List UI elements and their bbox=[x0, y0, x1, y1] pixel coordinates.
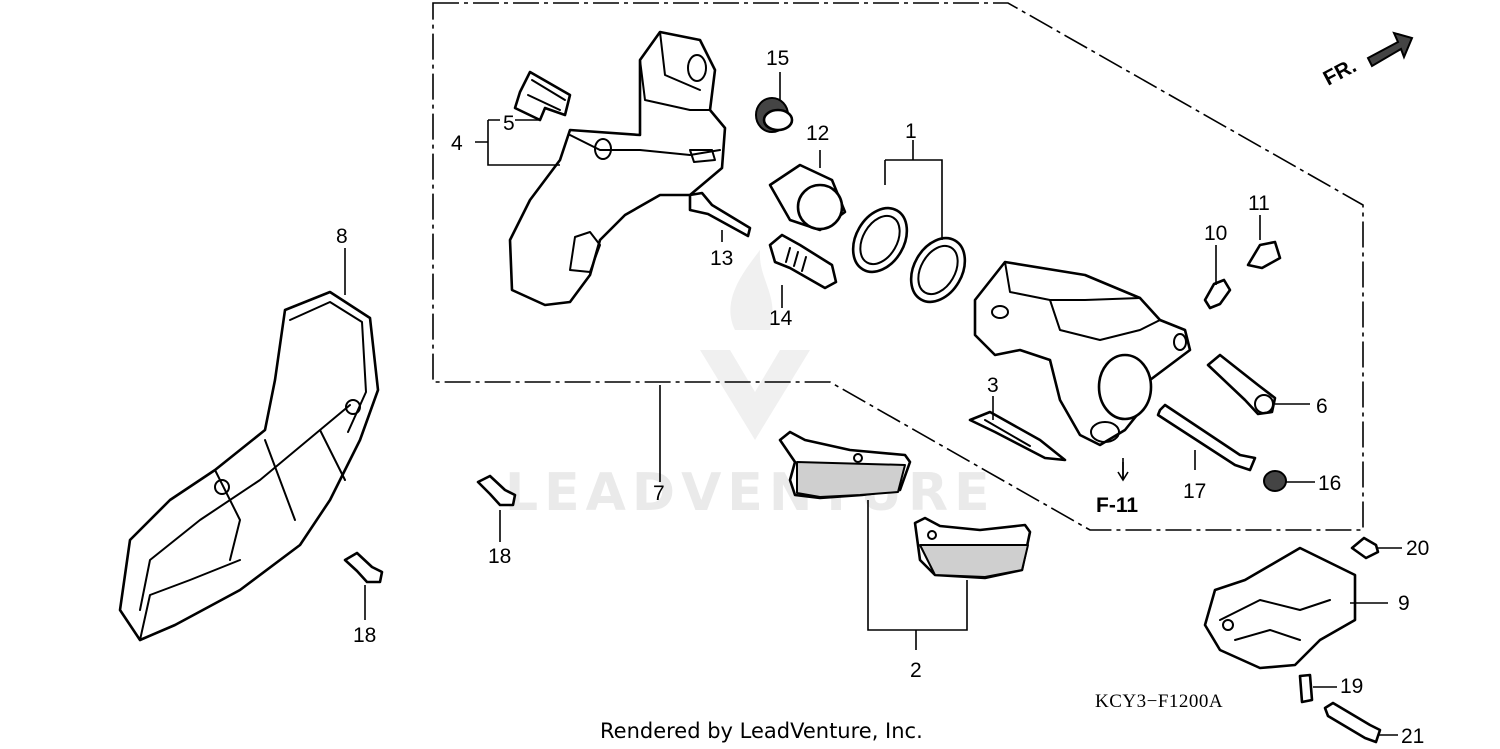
part-14-pin bbox=[768, 233, 838, 290]
part-6-pin bbox=[1206, 353, 1277, 416]
part-8-disc-cover bbox=[118, 290, 380, 642]
callouts: 1 2 3 4 5 6 7 8 9 10 11 12 13 14 15 16 1… bbox=[336, 47, 1429, 748]
part-17-pad-pin bbox=[1156, 403, 1257, 472]
callout-9[interactable]: 9 bbox=[1398, 592, 1410, 615]
callout-5[interactable]: 5 bbox=[503, 112, 515, 135]
callout-19[interactable]: 19 bbox=[1340, 675, 1363, 698]
callout-16[interactable]: 16 bbox=[1318, 472, 1341, 495]
diagram-code: KCY3−F1200A bbox=[1095, 691, 1223, 712]
part-5-pad-spring bbox=[513, 70, 572, 122]
part-16-plug bbox=[1263, 470, 1287, 492]
callout-18-lower[interactable]: 18 bbox=[353, 624, 376, 647]
callout-8[interactable]: 8 bbox=[336, 225, 348, 248]
part-11-bleeder-cap bbox=[1246, 240, 1282, 270]
part-18-bolt-upper bbox=[476, 474, 517, 507]
part-19-collar bbox=[1298, 673, 1314, 704]
part-15-cap bbox=[755, 97, 794, 133]
callout-15[interactable]: 15 bbox=[766, 47, 789, 70]
callout-12[interactable]: 12 bbox=[806, 122, 829, 145]
footer-credit: Rendered by LeadVenture, Inc. bbox=[600, 719, 923, 743]
part-9-pad-guard bbox=[1203, 546, 1357, 670]
callout-13[interactable]: 13 bbox=[710, 247, 733, 270]
caliper-body bbox=[973, 260, 1192, 447]
svg-text:FR.: FR. bbox=[1320, 54, 1361, 90]
callout-18-upper[interactable]: 18 bbox=[488, 545, 511, 568]
part-4-caliper-bracket bbox=[508, 30, 727, 307]
callout-2[interactable]: 2 bbox=[910, 659, 922, 682]
part-1-piston-seals bbox=[851, 206, 967, 304]
part-20-bolt bbox=[1350, 536, 1380, 560]
part-12-piston bbox=[768, 163, 847, 232]
part-3-pad-retainer bbox=[968, 410, 1067, 462]
part-10-bleeder-screw bbox=[1203, 278, 1232, 310]
callout-4[interactable]: 4 bbox=[451, 132, 463, 155]
callout-1[interactable]: 1 bbox=[905, 120, 917, 143]
callout-3[interactable]: 3 bbox=[987, 374, 999, 397]
callout-7[interactable]: 7 bbox=[653, 482, 665, 505]
callout-21[interactable]: 21 bbox=[1401, 725, 1424, 748]
reference-f11: F-11 bbox=[1096, 462, 1138, 517]
reference-label[interactable]: F-11 bbox=[1096, 494, 1138, 517]
callout-6[interactable]: 6 bbox=[1316, 395, 1328, 418]
front-direction-arrow: FR. bbox=[1320, 31, 1414, 90]
part-13-pin-bolt bbox=[688, 191, 752, 238]
part-18-bolt-lower bbox=[343, 551, 384, 584]
part-2-brake-pads bbox=[778, 430, 1032, 580]
callout-20[interactable]: 20 bbox=[1406, 537, 1429, 560]
callout-17[interactable]: 17 bbox=[1183, 480, 1206, 503]
callout-14[interactable]: 14 bbox=[769, 307, 793, 330]
watermark: LEADVENTURE bbox=[505, 250, 996, 523]
callout-10[interactable]: 10 bbox=[1204, 222, 1227, 245]
svg-text:LEADVENTURE: LEADVENTURE bbox=[505, 463, 996, 523]
leader-lines bbox=[344, 72, 1402, 736]
caliper-assembly-boundary bbox=[432, 2, 1364, 531]
part-21-bolt bbox=[1323, 701, 1382, 744]
callout-11[interactable]: 11 bbox=[1248, 192, 1270, 215]
